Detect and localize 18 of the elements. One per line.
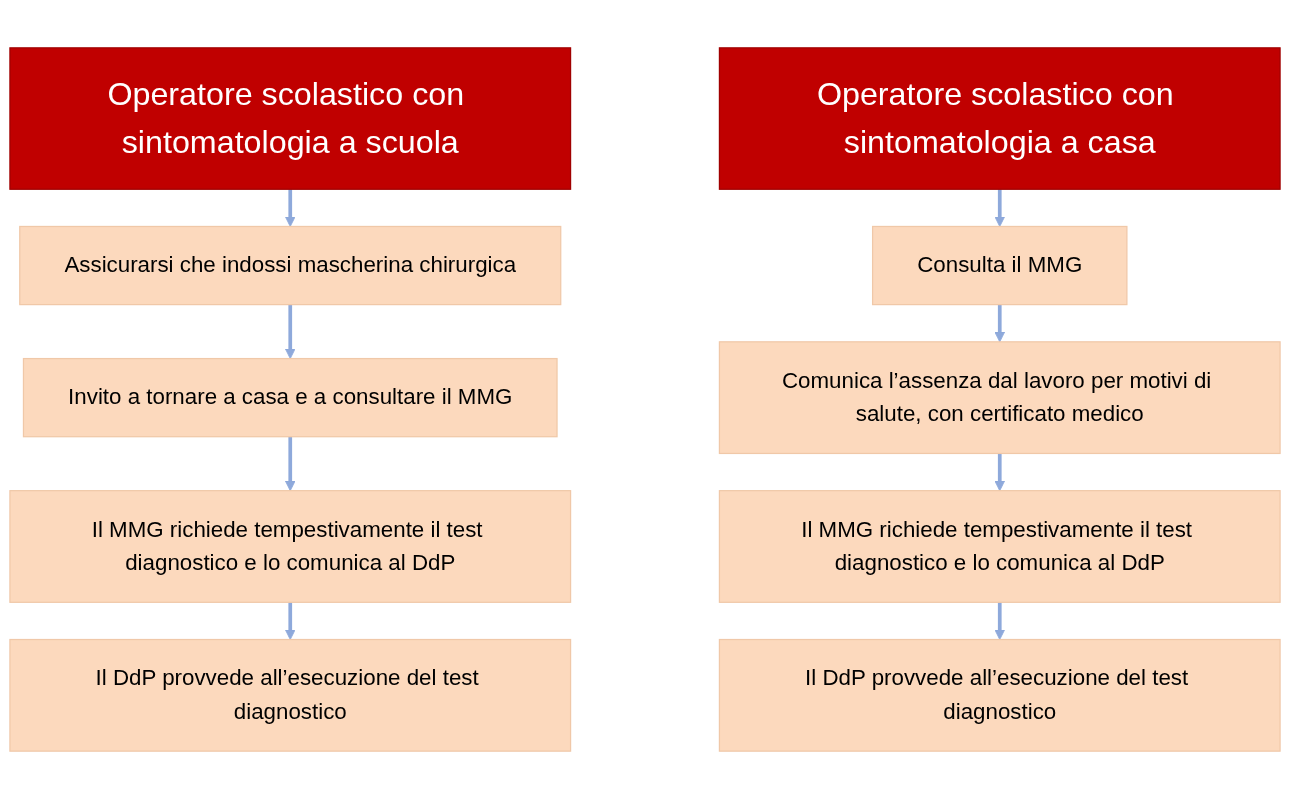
arrow — [284, 602, 296, 640]
node-box: Il MMG richiede tempestivamente il test diagnostico e lo comunica al DdP — [718, 490, 1281, 603]
node-box: Comunica l’assenza dal lavoro per motivi di salute, con certificato medico — [718, 341, 1281, 455]
arrow — [284, 189, 296, 227]
node-box: Il MMG richiede tempestivamente il test diagnostico e lo comunica al DdP — [9, 490, 572, 603]
arrow — [994, 304, 1006, 343]
arrow — [284, 304, 296, 360]
node-box: Il DdP provvede all’esecuzione del test diagnostico — [9, 638, 572, 752]
node-box: Operatore scolastico con sintomatologia a scuola — [9, 47, 572, 190]
node-box: Assicurarsi che indossi mascherina chirurgica — [19, 225, 562, 306]
arrow — [284, 436, 296, 492]
arrow — [994, 602, 1006, 640]
arrow — [994, 453, 1006, 492]
node-box: Il DdP provvede all’esecuzione del test diagnostico — [718, 638, 1281, 752]
arrow — [994, 189, 1006, 227]
node-box: Consulta il MMG — [871, 225, 1128, 306]
node-box: Operatore scolastico con sintomatologia a casa — [718, 47, 1281, 190]
node-box: Invito a tornare a casa e a consultare il MMG — [22, 357, 558, 438]
